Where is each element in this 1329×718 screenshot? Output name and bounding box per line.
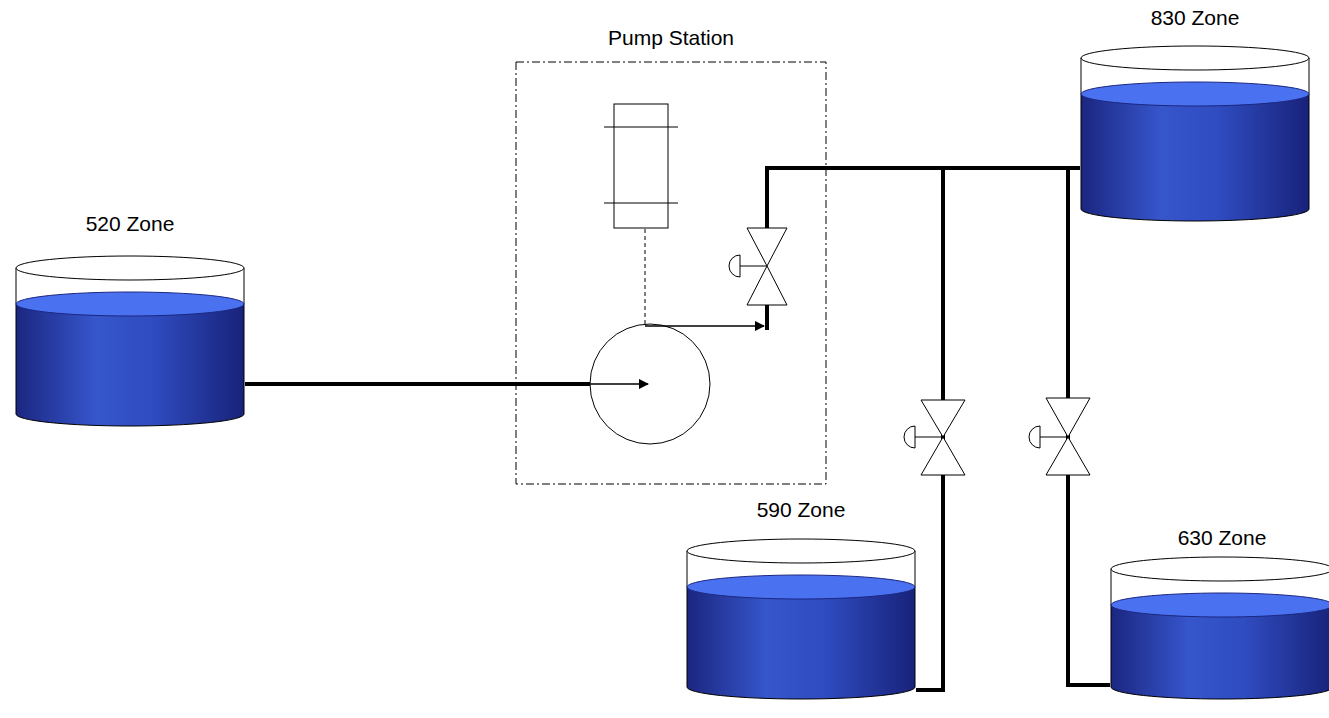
- zone-label: 830 Zone: [1080, 6, 1310, 30]
- suction-pipe: [516, 382, 590, 386]
- valve-symbol: [729, 228, 787, 305]
- shaft-line: [645, 228, 646, 324]
- station-outline: [516, 62, 826, 484]
- valve-symbol: [904, 400, 965, 475]
- station-label: Pump Station: [516, 26, 826, 50]
- tank-shape: [686, 538, 916, 700]
- pump-station-box: Pump Station: [516, 62, 826, 484]
- motor-symbol: [614, 104, 668, 228]
- zone-label: 590 Zone: [686, 498, 916, 522]
- valve-symbol: [1029, 398, 1090, 475]
- zone-label: 630 Zone: [1110, 526, 1329, 550]
- tank-shape: [15, 255, 245, 427]
- reservoir-tank: 630 Zone: [1110, 526, 1329, 700]
- motor-line: [604, 127, 678, 128]
- tank-shape: [1080, 45, 1310, 222]
- pump-flow-arrow: [590, 383, 648, 385]
- discharge-pipe: [767, 168, 826, 228]
- pipe-connector: [245, 382, 516, 386]
- zone-label: 520 Zone: [15, 212, 245, 236]
- reservoir-tank: 830 Zone: [1080, 6, 1310, 222]
- discharge-pipe: [765, 305, 769, 330]
- reservoir-tank: 520 Zone: [15, 212, 245, 427]
- discharge-arrow: [645, 325, 764, 327]
- tank-shape: [1110, 556, 1329, 700]
- motor-line: [604, 203, 678, 204]
- reservoir-tank: 590 Zone: [686, 498, 916, 700]
- pump-symbol: [590, 324, 710, 444]
